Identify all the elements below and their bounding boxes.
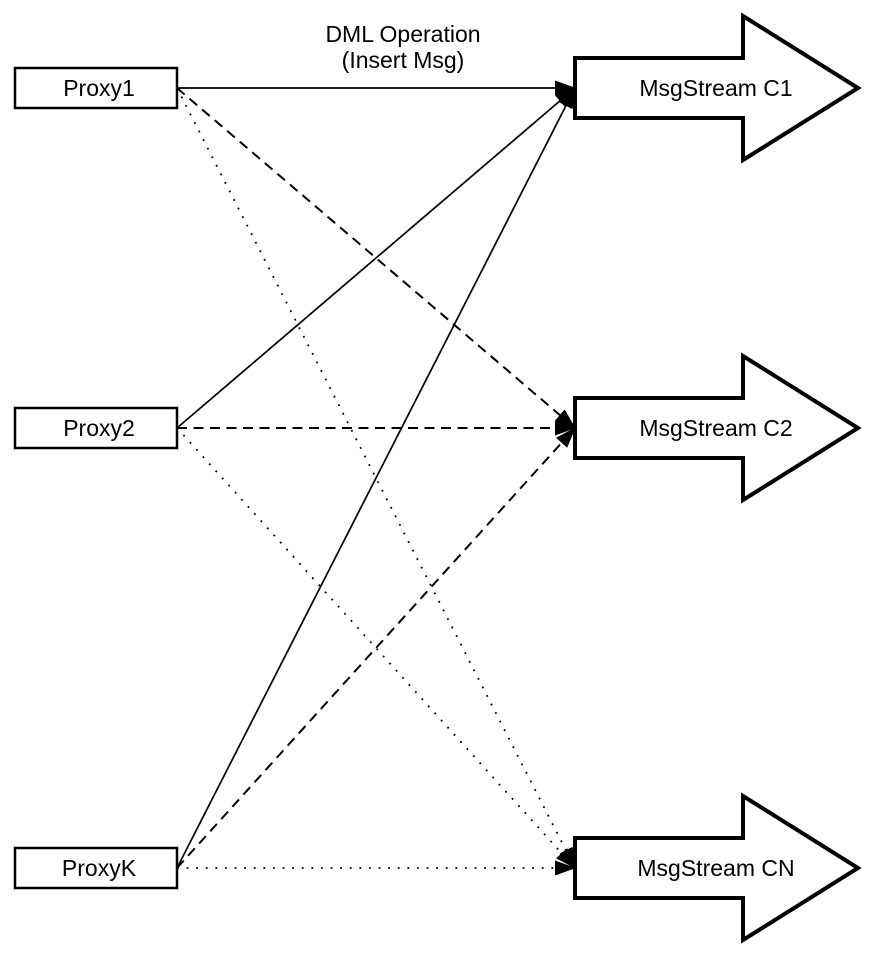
proxy-node-proxyK: ProxyK bbox=[13, 846, 179, 890]
stream-node-c1: MsgStream C1 bbox=[573, 12, 862, 164]
stream-c1-label: MsgStream C1 bbox=[639, 75, 792, 101]
stream-cn-arrow-shape bbox=[573, 792, 862, 944]
proxy1-box bbox=[13, 66, 179, 110]
stream-c1-arrow-shape bbox=[573, 12, 862, 164]
edge-proxyK-to-c1-solid bbox=[176, 87, 576, 869]
stream-c2-label: MsgStream C2 bbox=[639, 415, 792, 441]
proxy2-label: Proxy2 bbox=[63, 415, 135, 441]
stream-c2-arrow-shape bbox=[573, 352, 862, 504]
proxy-node-proxy2: Proxy2 bbox=[13, 406, 179, 450]
edge-proxy2-to-c1-solid bbox=[176, 87, 576, 429]
proxy-node-proxy1: Proxy1 bbox=[13, 66, 179, 110]
proxyK-label: ProxyK bbox=[62, 855, 137, 881]
stream-node-cn: MsgStream CN bbox=[573, 792, 862, 944]
edge-proxy1-to-c2-dashed bbox=[176, 87, 576, 429]
proxy1-label: Proxy1 bbox=[63, 75, 135, 101]
stream-node-c2: MsgStream C2 bbox=[573, 352, 862, 504]
annotation-line1: DML Operation bbox=[325, 21, 480, 47]
stream-cn-label: MsgStream CN bbox=[637, 855, 794, 881]
annotation-line2: (Insert Msg) bbox=[342, 47, 465, 73]
edge-lines bbox=[176, 80, 576, 876]
edge-proxy1-to-cn-dotted bbox=[176, 87, 576, 869]
